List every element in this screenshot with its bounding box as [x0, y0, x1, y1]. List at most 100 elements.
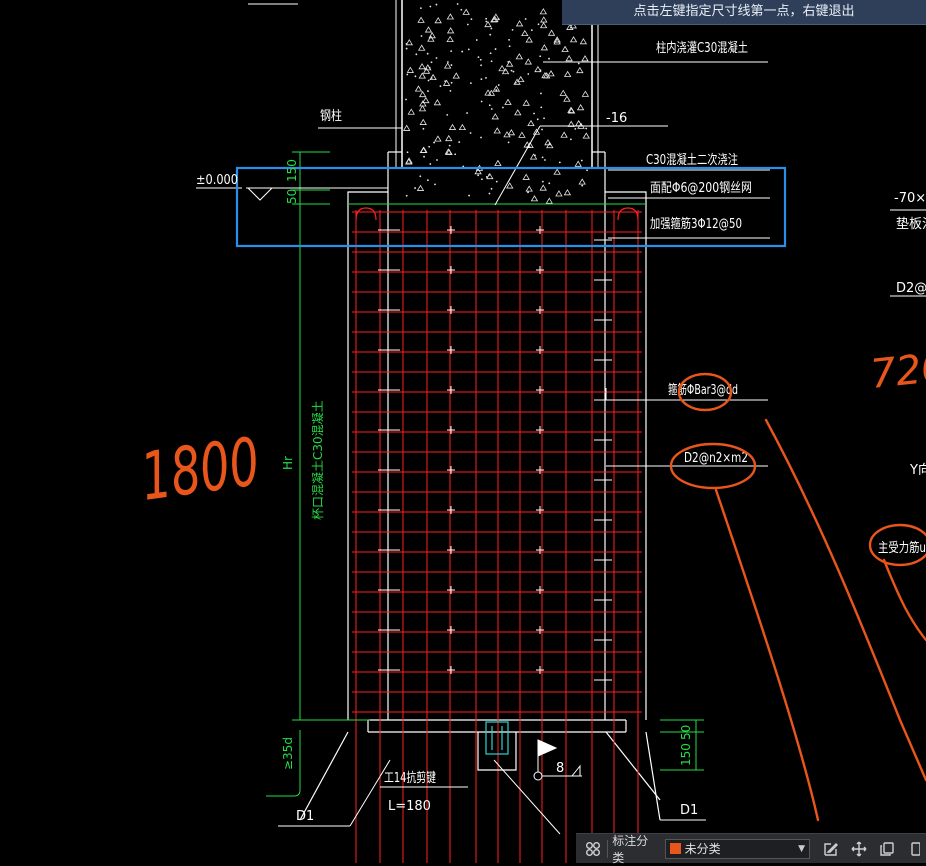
- dimension-lines: [266, 151, 704, 797]
- hatch-mark: [419, 118, 427, 125]
- hatch-mark: [581, 55, 589, 62]
- hatch-mark: [530, 195, 539, 202]
- hatch-mark: [428, 32, 436, 39]
- move-icon[interactable]: [848, 838, 870, 860]
- hatch-dot: [508, 45, 511, 48]
- hatch-dot: [512, 70, 515, 73]
- hatch-mark: [418, 72, 426, 79]
- hatch-mark: [515, 53, 523, 60]
- hatch-mark: [515, 20, 524, 27]
- ink-text-720: 720: [868, 344, 926, 398]
- hatch-dot: [485, 77, 487, 79]
- hatch-mark: [424, 26, 433, 33]
- hatch-dot: [427, 79, 430, 82]
- hatch-dot: [433, 141, 436, 144]
- hatch-dot: [537, 23, 540, 26]
- hatch-dot: [466, 23, 469, 26]
- hatch-dot: [405, 194, 408, 197]
- label-key-length: L=180: [388, 799, 431, 814]
- hatch-dot: [480, 64, 482, 67]
- hatch-dot: [511, 28, 514, 31]
- ink-text-1800: 1800: [137, 423, 265, 516]
- hatch-mark: [522, 173, 530, 180]
- hatch-dot: [446, 113, 449, 116]
- hatch-mark: [452, 72, 460, 79]
- hatch-dot: [414, 187, 417, 189]
- label-secondary-pour: C30混凝土二次浇注: [646, 152, 738, 168]
- hatch-dot: [454, 153, 457, 156]
- hatch-mark: [405, 39, 414, 46]
- hatch-dot: [468, 194, 471, 197]
- more-icon[interactable]: [904, 838, 926, 860]
- anchor-marks: [378, 226, 612, 681]
- hatch-mark: [446, 27, 455, 34]
- hatch-mark: [553, 38, 561, 45]
- hatch-mark: [427, 35, 435, 42]
- edit-icon[interactable]: [820, 838, 842, 860]
- hatch-dot: [527, 191, 529, 194]
- hatch-dot: [495, 89, 498, 92]
- stirrup-hooks: [355, 207, 639, 221]
- hatch-dot: [419, 7, 422, 10]
- hatch-mark: [458, 123, 467, 131]
- hatch-mark: [517, 75, 525, 83]
- hatch-dot: [406, 151, 409, 154]
- hatch-dot: [534, 154, 536, 157]
- copy-icon[interactable]: [876, 838, 898, 860]
- label-pier-concrete: 杯口混凝土C30混凝土: [310, 400, 325, 520]
- hatch-mark: [574, 160, 582, 167]
- hatch-mark: [539, 184, 547, 191]
- hatch-mark: [418, 105, 427, 112]
- hatch-dot: [439, 85, 442, 88]
- hatch-dot: [429, 5, 432, 8]
- hatch-mark: [474, 168, 482, 175]
- concrete-infill: [403, 0, 591, 205]
- hatch-mark: [419, 100, 427, 107]
- hatch-dot: [450, 50, 453, 53]
- hatch-mark: [547, 70, 555, 77]
- hatch-dot: [585, 127, 588, 130]
- label-d2-spec: D2@n2×m2: [684, 451, 748, 466]
- hatch-mark: [553, 168, 561, 175]
- label-d1-right: D1: [680, 803, 698, 818]
- hatch-mark: [422, 67, 431, 74]
- hatch-mark: [527, 119, 535, 127]
- hatch-mark: [539, 22, 548, 29]
- hatch-mark: [541, 72, 549, 79]
- hatch-dot: [502, 106, 504, 109]
- hatch-mark: [563, 189, 572, 196]
- leader-lines: [278, 61, 926, 835]
- hatch-dot: [422, 127, 425, 130]
- ink-stroke-1: [714, 488, 820, 822]
- hatch-dot: [507, 141, 510, 144]
- hatch-dot: [435, 57, 438, 59]
- label-edge-main: 主受力筋u: [878, 540, 926, 556]
- hatch-mark: [578, 178, 586, 185]
- hatch-dot: [479, 58, 482, 61]
- hatch-mark: [518, 131, 526, 138]
- hatch-mark: [442, 79, 451, 86]
- hatch-dot: [494, 48, 497, 50]
- hatch-dot: [485, 17, 488, 20]
- category-dropdown[interactable]: 未分类 ▼: [664, 838, 810, 859]
- hatch-dot: [470, 18, 473, 21]
- hatch-dot: [467, 48, 470, 51]
- command-prompt: 点击左键指定尺寸线第一点，右键退出: [562, 0, 926, 25]
- label-edge-y: Y向: [909, 462, 926, 478]
- hatch-dot: [540, 92, 542, 95]
- hatch-mark: [484, 20, 492, 28]
- label-dim-150-top: 150: [285, 159, 299, 182]
- grid-icon[interactable]: [582, 838, 603, 860]
- hatch-dot: [480, 78, 483, 81]
- hatch-mark: [563, 95, 571, 102]
- handwritten-markup: [669, 372, 926, 822]
- hatch-dot: [541, 156, 544, 159]
- hatch-dot: [414, 75, 417, 78]
- hatch-dot: [490, 108, 493, 110]
- hatch-mark: [581, 90, 590, 97]
- label-hr: Hr: [281, 456, 295, 470]
- hatch-dot: [477, 174, 480, 177]
- label-mesh: 面配Φ6@200钢丝网: [650, 181, 752, 196]
- hatch-dot: [450, 81, 453, 84]
